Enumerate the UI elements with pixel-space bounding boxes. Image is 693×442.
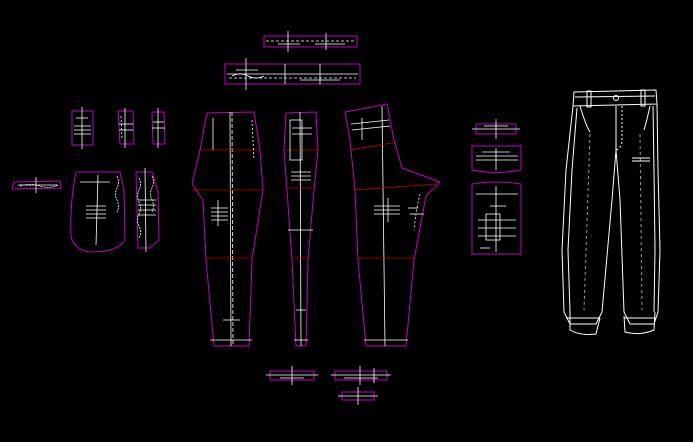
hem-cuff-3 <box>338 387 378 405</box>
belt-loop-2 <box>117 108 135 148</box>
fly-facing-piece <box>135 167 160 253</box>
back-pocket-piece <box>471 181 522 255</box>
hem-cuff-1 <box>266 366 318 385</box>
front-panel-piece <box>191 111 264 347</box>
pocket-bag-piece <box>70 171 126 253</box>
waistband-long-piece <box>224 58 361 90</box>
hem-cuff-2 <box>331 366 391 385</box>
belt-loop-3 <box>151 108 166 148</box>
back-pocket-flap-piece <box>472 119 520 139</box>
waistband-small-piece <box>263 31 358 52</box>
back-panel-piece <box>344 103 441 347</box>
fly-strip-piece <box>11 177 62 193</box>
yoke-piece <box>471 145 522 173</box>
side-panel-piece <box>283 111 319 347</box>
trousers-sketch <box>561 89 661 335</box>
belt-loop-1 <box>71 107 94 149</box>
